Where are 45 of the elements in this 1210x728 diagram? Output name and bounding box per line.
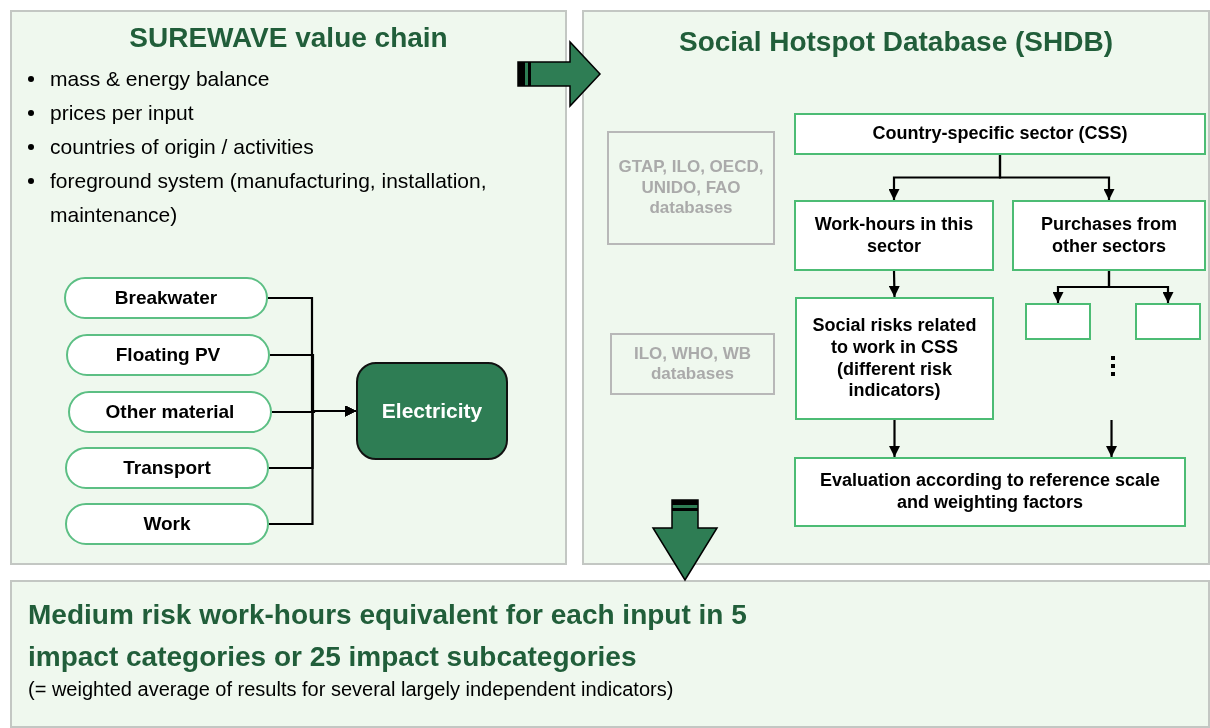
bullet-text: foreground system (manufacturing, installation, maintenance) — [50, 169, 487, 226]
node-label: Transport — [123, 456, 211, 480]
arrow — [889, 420, 900, 457]
node-label: Evaluation according to reference scale and weighting factors — [818, 470, 1162, 514]
process-box — [794, 457, 1186, 527]
source-box — [610, 333, 775, 395]
node-label: GTAP, ILO, OECD, UNIDO, FAO databases — [617, 157, 765, 219]
node-label: Breakwater — [114, 286, 218, 310]
input-pill — [68, 391, 272, 433]
panel-title: Social Hotspot Database (SHDB) — [677, 26, 1115, 58]
panel-background — [10, 580, 1210, 728]
result-heading: Medium risk work-hours equivalent for each input in 5 impact categories or 25 impact subcategories — [28, 598, 748, 674]
bullet-text: countries of origin / activities — [50, 135, 314, 158]
arrow — [1107, 271, 1174, 303]
input-pill — [64, 277, 268, 319]
node-label: Country-specific sector (CSS) — [872, 123, 1128, 145]
arrow — [888, 270, 900, 298]
node-label: Work-hours in this sector — [813, 213, 975, 258]
process-box — [1012, 200, 1206, 271]
result-note: (= weighted average of results for several largely independent indicators) — [28, 678, 675, 701]
node-label: Purchases from other sectors — [1039, 213, 1179, 258]
arrow — [269, 405, 356, 526]
bullet-text: mass & energy balance — [50, 67, 270, 90]
bullet-text: prices per input — [50, 101, 194, 124]
panel-background — [582, 10, 1210, 565]
panel-background — [10, 10, 567, 565]
source-box — [607, 131, 775, 245]
node-label: Social risks related to work in CSS (different risk indicators) — [811, 315, 978, 402]
output-box — [356, 362, 508, 460]
empty-box — [1025, 303, 1091, 340]
process-box — [794, 113, 1206, 155]
input-pill — [65, 503, 269, 545]
input-pill — [66, 334, 270, 376]
process-box — [794, 200, 994, 271]
arrow — [1106, 420, 1117, 457]
arrow — [998, 155, 1115, 200]
empty-box — [1135, 303, 1201, 340]
node-label: ILO, WHO, WB databases — [632, 343, 753, 385]
input-pill — [65, 447, 269, 489]
process-box — [795, 297, 994, 420]
node-label: Electricity — [381, 398, 483, 424]
panel-title: SUREWAVE value chain — [128, 22, 449, 54]
node-label: Floating PV — [115, 343, 221, 367]
node-label: Other material — [105, 400, 235, 424]
node-label: Work — [143, 512, 191, 536]
